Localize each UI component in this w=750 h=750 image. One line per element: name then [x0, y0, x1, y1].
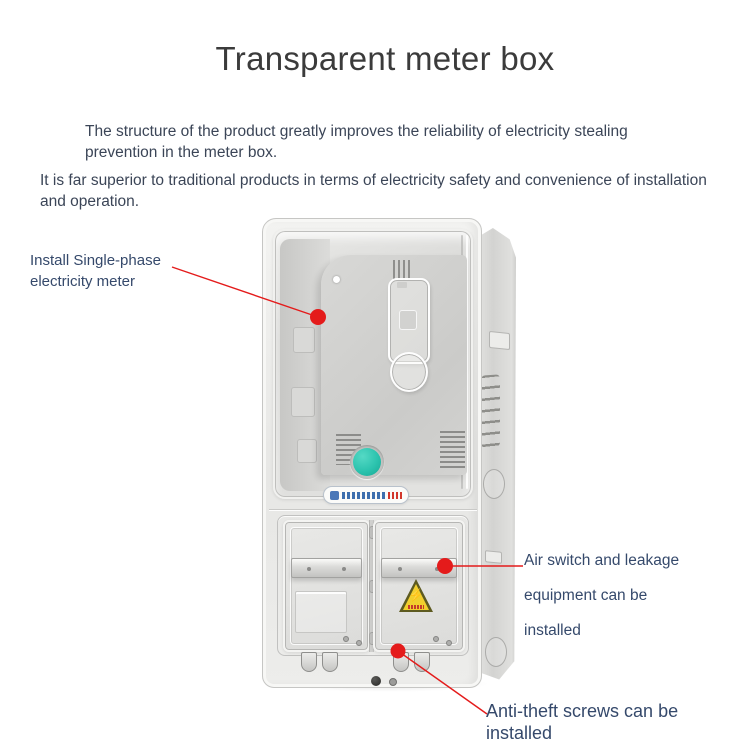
rail-screw: [307, 567, 312, 571]
door-screw: [356, 640, 362, 646]
door-screw: [343, 636, 349, 642]
label-logo-icon: [330, 490, 339, 500]
intro-paragraph-1: The structure of the product greatly imp…: [85, 123, 628, 161]
side-louver-vents: [481, 374, 500, 448]
door-screw: [446, 640, 452, 646]
side-mount-tab: [485, 550, 502, 564]
section-divider: [269, 509, 477, 510]
meter-window-round-cover: [390, 352, 428, 392]
latch-hook: [322, 652, 338, 672]
door-inner-frame: [380, 527, 458, 645]
vent-grille-right: [440, 431, 465, 468]
plate-top-vent: [393, 260, 411, 280]
cable-knockout: [485, 637, 507, 667]
door-latch: [393, 652, 435, 676]
electric-hazard-warning-icon: ⚡: [399, 579, 433, 612]
annotation-air-switch-line-2: equipment can be: [524, 587, 648, 604]
box-front-shell: ⚡: [262, 218, 482, 688]
warning-red-text-marks: [408, 605, 424, 609]
lightning-bolt-icon: ⚡: [408, 588, 424, 602]
door-screw: [433, 636, 439, 642]
din-rail: [291, 558, 362, 578]
din-rail: [381, 558, 457, 578]
lower-doors-frame: [277, 515, 469, 656]
rail-screw: [341, 567, 346, 571]
product-label: [323, 486, 409, 504]
teal-reset-button: [353, 448, 381, 476]
annotation-air-switch-line-1: Air switch and leakage: [524, 552, 680, 569]
annotation-single-phase-meter: Install Single-phase electricity meter: [30, 252, 161, 290]
left-switch-door: [283, 520, 370, 672]
latch-hook: [393, 652, 409, 672]
side-mount-tab: [489, 330, 510, 351]
cavity-step: [291, 387, 315, 417]
door-inner-frame: [290, 527, 363, 645]
label-red-text-marks: [388, 491, 402, 499]
bottom-seal-plug: [371, 676, 381, 686]
bottom-anti-theft-screw: [389, 678, 397, 686]
latch-hook: [301, 652, 317, 672]
intro-paragraph-2: It is far superior to traditional produc…: [40, 172, 707, 210]
cavity-step: [293, 327, 315, 353]
annotation-air-switch: Air switch and leakage equipment can be …: [524, 552, 729, 657]
right-switch-door: ⚡: [373, 520, 465, 672]
cavity-step: [297, 439, 317, 463]
latch-hook: [414, 652, 430, 672]
annotation-air-switch-line-3: installed: [524, 622, 581, 639]
mounting-hole: [333, 276, 340, 283]
button-bezel: [350, 445, 384, 479]
transparent-top-cover: [273, 229, 473, 499]
door-latch: [301, 652, 343, 676]
rail-screw: [398, 567, 403, 571]
meter-box-illustration: ⚡: [262, 218, 520, 692]
meter-display-pane: [399, 310, 417, 330]
cable-knockout: [483, 469, 505, 499]
plate-clip: [397, 282, 407, 288]
rail-screw: [435, 567, 440, 571]
inner-tray: [295, 591, 347, 633]
page-title: Transparent meter box: [215, 40, 555, 77]
label-blue-text-marks: [342, 491, 385, 499]
meter-mounting-plate: [321, 255, 467, 479]
lid-edge-line: [466, 235, 468, 489]
annotation-anti-theft-screws: Anti-theft screws can be installed: [486, 701, 679, 743]
